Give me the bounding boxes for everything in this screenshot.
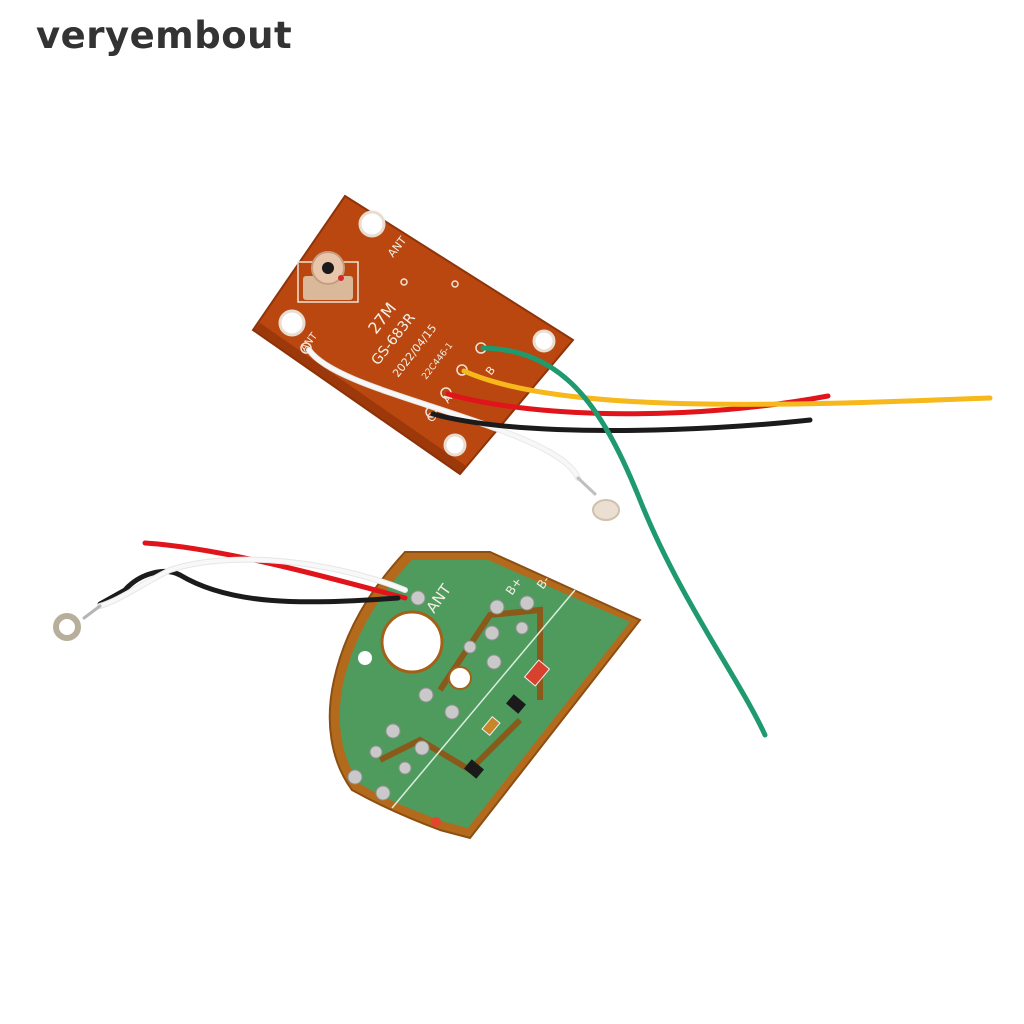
- transmitter-wires: [53, 540, 408, 641]
- receiver-wires: [306, 345, 993, 738]
- watermark: veryembout: [36, 14, 293, 57]
- receiver-board: ANT 27M GS-683R 2022/04/15 22C446-1 ANT …: [251, 194, 575, 476]
- tuning-coil: [297, 251, 359, 303]
- transmitter-board: ANT B+ B-: [328, 551, 642, 840]
